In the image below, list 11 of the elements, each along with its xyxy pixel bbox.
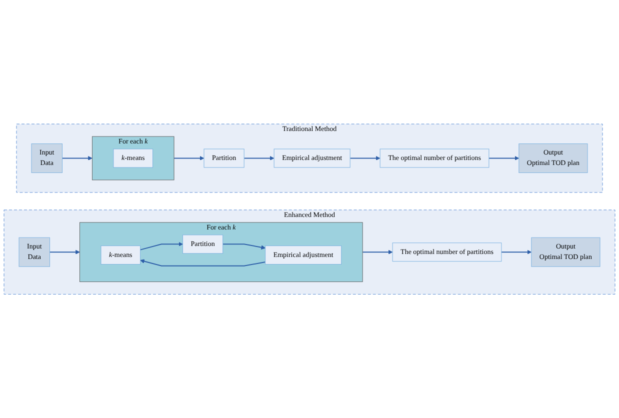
arrow [244,156,274,160]
arrow [140,259,266,266]
arrow [140,242,183,250]
arrow [350,156,380,160]
arrow [500,250,532,254]
arrow [362,250,393,254]
arrow [222,244,266,250]
arrow [49,250,80,254]
arrow [174,156,204,160]
arrow [62,156,92,160]
arrow [488,156,520,160]
